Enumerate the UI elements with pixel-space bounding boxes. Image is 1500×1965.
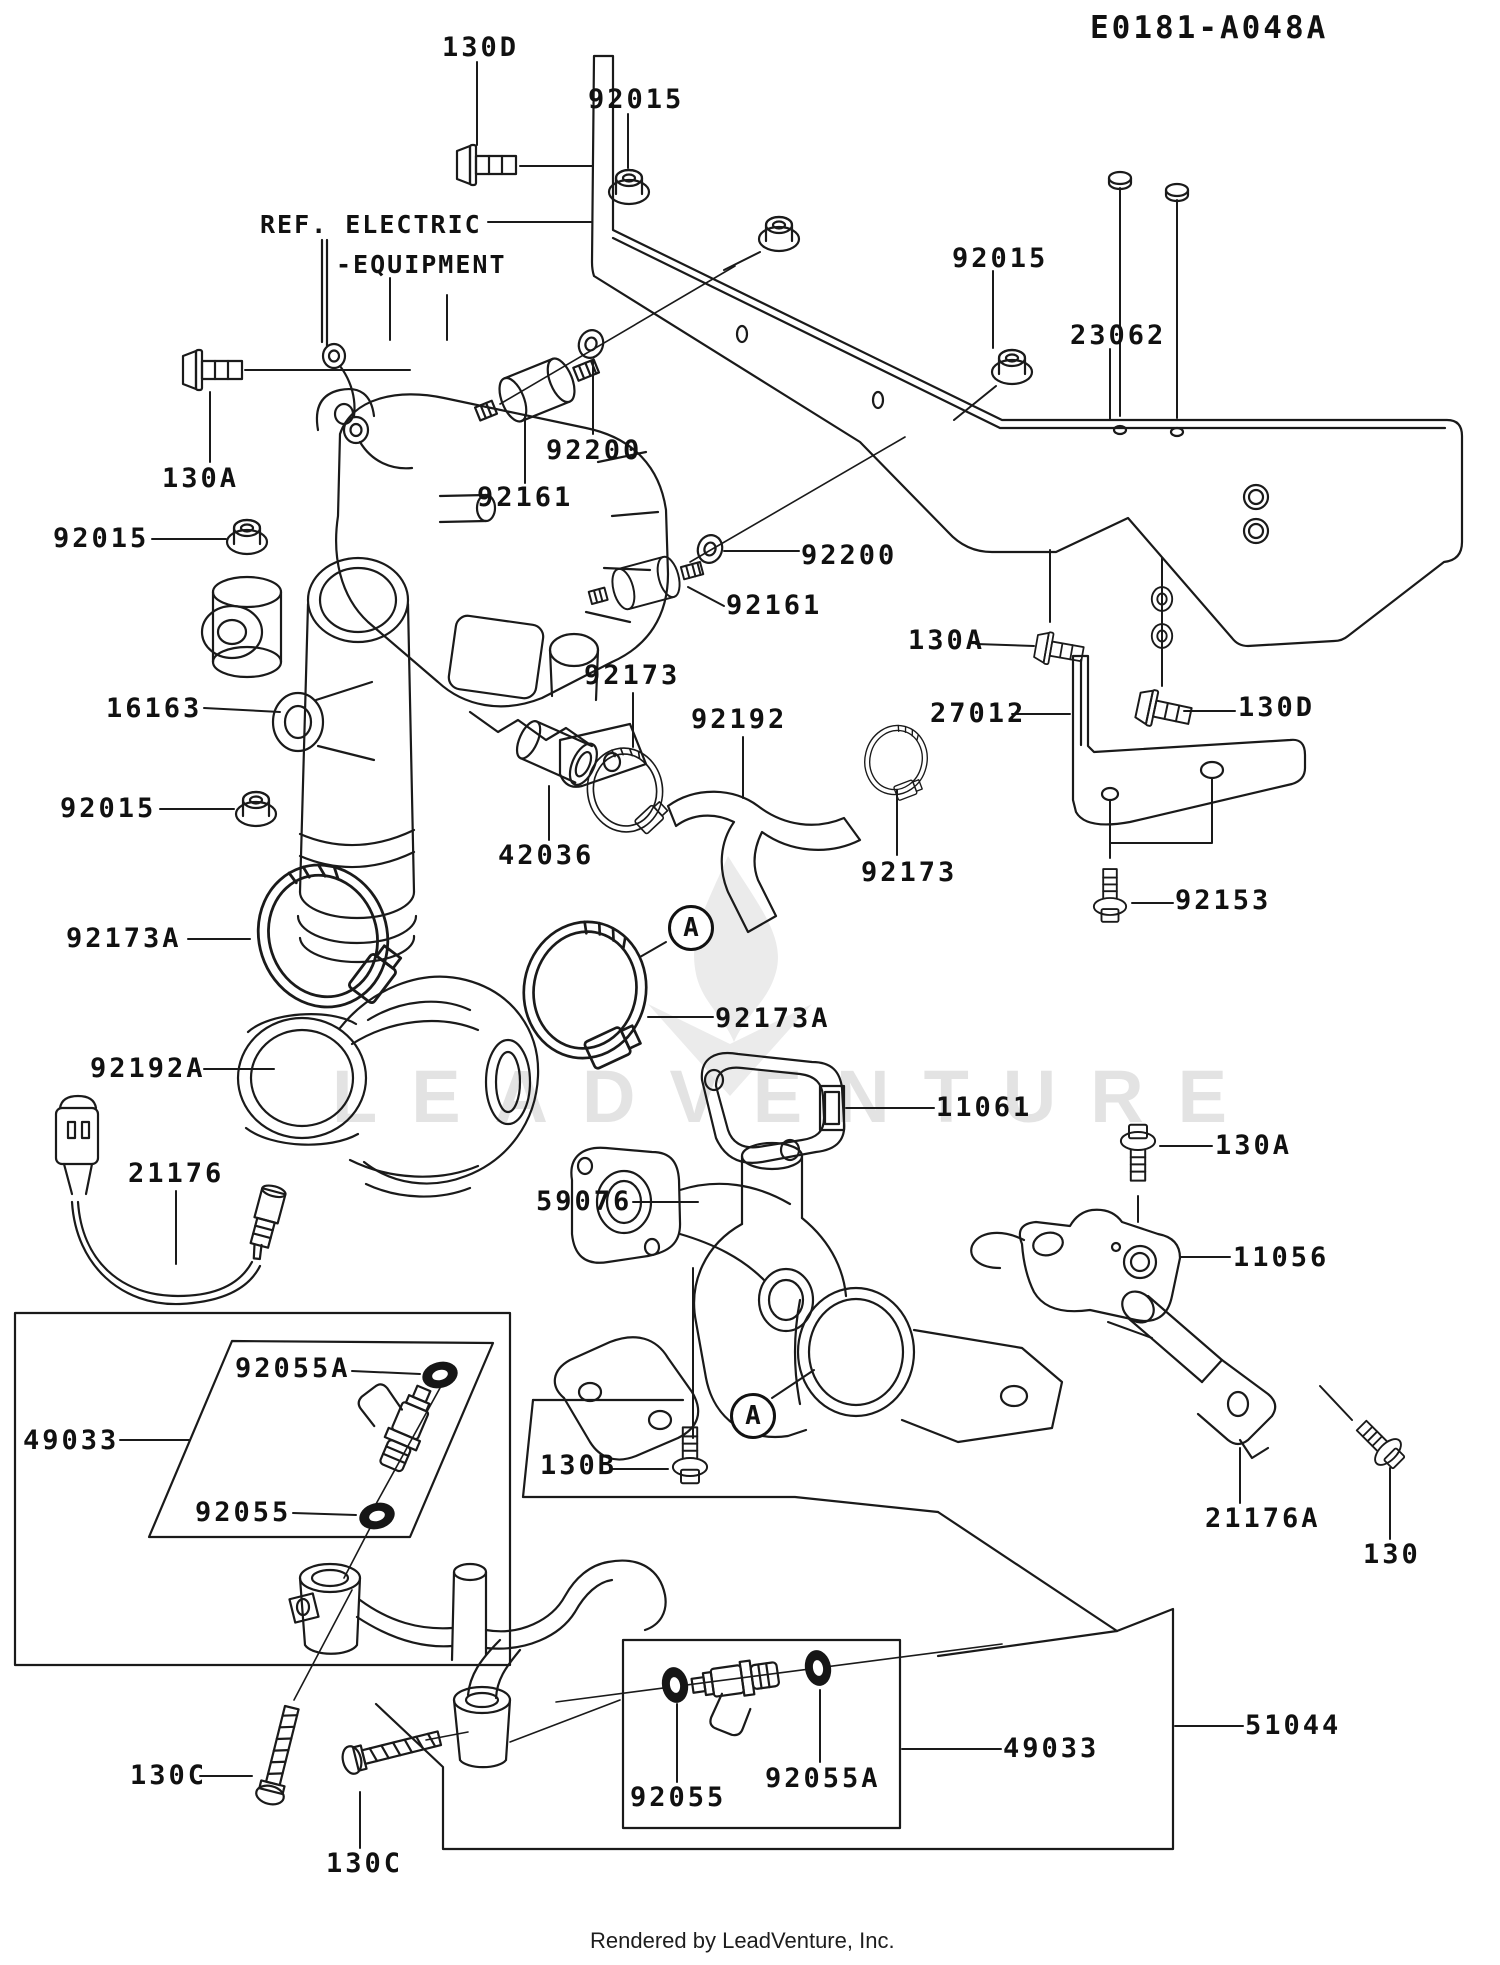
- bracket-23062-drawing: [590, 54, 1464, 648]
- damper-92161-upper-drawing: [467, 343, 607, 437]
- pipe-42036-drawing: [515, 720, 598, 786]
- callout-21176: 21176: [128, 1158, 225, 1189]
- callout-27012: 27012: [930, 698, 1027, 729]
- bolt-130a-right-drawing: [1032, 629, 1087, 671]
- callout-92055a-box1: 92055A: [235, 1353, 351, 1384]
- bolt-130c-left-drawing: [253, 1703, 307, 1809]
- render-credit: Rendered by LeadVenture, Inc.: [590, 1928, 895, 1953]
- nut-92015-top-left-drawing: [607, 168, 651, 206]
- nut-92015-top-right-drawing: [990, 348, 1034, 386]
- nut-92015-left-upper-drawing: [225, 518, 269, 556]
- bolt-130d-top-drawing: [455, 143, 518, 187]
- bracket-11056-drawing: [970, 1208, 1182, 1323]
- callout-92192a: 92192A: [90, 1053, 206, 1084]
- clamp-92173a-right-drawing: [510, 910, 664, 1079]
- callout-42036: 42036: [498, 840, 595, 871]
- callout-92173-right: 92173: [861, 857, 958, 888]
- electric-harness-drawing: [320, 238, 414, 470]
- bolt-130a-bottom-drawing: [1119, 1123, 1157, 1182]
- leadventure-watermark: LEADVENTURE: [332, 1055, 1262, 1138]
- callout-92200-lower: 92200: [801, 540, 898, 571]
- throttle-body-assembly-drawing: [200, 387, 670, 964]
- callout-92200-upper: 92200: [546, 435, 643, 466]
- clamp-92173-center-drawing: [581, 741, 673, 843]
- nut-92015-left-lower-drawing: [234, 790, 278, 828]
- callout-130a-right: 130A: [908, 625, 986, 656]
- fuel-rail-51044-drawing: [288, 1559, 667, 1769]
- leader-lines: [119, 61, 1391, 1849]
- callout-130a-bottom: 130A: [1215, 1130, 1293, 1161]
- washer-92200-lower-drawing: [693, 530, 727, 568]
- watermark-logo: [648, 856, 812, 1096]
- duct-92192a-drawing: [236, 975, 540, 1198]
- enclosure-51044-outline: [374, 1398, 1175, 1851]
- callout-49033-box1: 49033: [23, 1425, 120, 1456]
- bolt-92153-drawing: [1092, 868, 1128, 923]
- callout-11061: 11061: [936, 1092, 1033, 1123]
- callout-92173-center: 92173: [584, 660, 681, 691]
- callout-92192: 92192: [691, 704, 788, 735]
- sensor-21176-drawing: [54, 1094, 287, 1306]
- manifold-59076-drawing: [553, 1141, 1064, 1461]
- callout-59076: 59076: [536, 1186, 633, 1217]
- ref-note-line2: -EQUIPMENT: [336, 250, 507, 279]
- callout-11056: 11056: [1233, 1242, 1330, 1273]
- callout-130d-top: 130D: [442, 32, 520, 63]
- callout-92055-box2: 92055: [630, 1782, 727, 1813]
- callout-92173a-left: 92173A: [66, 923, 182, 954]
- callout-92015-left-upper: 92015: [53, 523, 150, 554]
- detail-marker-a1: A: [668, 905, 714, 951]
- hose-92192-drawing: [666, 790, 862, 934]
- callout-130b: 130B: [540, 1450, 618, 1481]
- callout-92055a-box2: 92055A: [765, 1763, 881, 1794]
- diagram-code: E0181-A048A: [1090, 10, 1329, 46]
- bracket-27012-drawing: [1071, 654, 1307, 826]
- callout-51044: 51044: [1245, 1710, 1342, 1741]
- sensor-21176a-drawing: [1121, 1290, 1277, 1460]
- bolt-130b-drawing: [671, 1426, 709, 1485]
- callout-130c-left: 130C: [130, 1760, 208, 1791]
- bolt-130c-bottom-drawing: [338, 1723, 444, 1777]
- callout-23062: 23062: [1070, 320, 1167, 351]
- callout-92055-box1: 92055: [195, 1497, 292, 1528]
- ref-note-line1: REF. ELECTRIC: [260, 210, 482, 239]
- callout-92015-top-right: 92015: [952, 243, 1049, 274]
- kit-box-49033-2: [621, 1638, 902, 1830]
- callout-92015-left-lower: 92015: [60, 793, 157, 824]
- callout-130c-bottom: 130C: [326, 1848, 404, 1879]
- callout-92015-top-left: 92015: [588, 84, 685, 115]
- callout-92161-lower: 92161: [726, 590, 823, 621]
- kit-box-49033-1: [13, 1311, 512, 1667]
- axis-lines: [293, 265, 1003, 1743]
- callout-16163: 16163: [106, 693, 203, 724]
- callout-92153: 92153: [1175, 885, 1272, 916]
- bolt-130-drawing: [1349, 1413, 1412, 1476]
- screw-top-2-drawing: [1164, 182, 1190, 203]
- bolt-130a-left-drawing: [181, 348, 244, 392]
- nut-92015-bracket-drawing: [757, 215, 801, 253]
- callout-130a-left: 130A: [162, 463, 240, 494]
- callout-21176a: 21176A: [1205, 1503, 1321, 1534]
- screw-top-1-drawing: [1107, 170, 1133, 191]
- detail-marker-a2: A: [730, 1393, 776, 1439]
- callout-92173a-right: 92173A: [715, 1003, 831, 1034]
- callout-130d-right: 130D: [1238, 692, 1316, 723]
- callout-92161-upper: 92161: [477, 482, 574, 513]
- callout-49033-box2: 49033: [1003, 1733, 1100, 1764]
- callout-130: 130: [1363, 1539, 1421, 1570]
- damper-92161-lower-drawing: [584, 547, 708, 619]
